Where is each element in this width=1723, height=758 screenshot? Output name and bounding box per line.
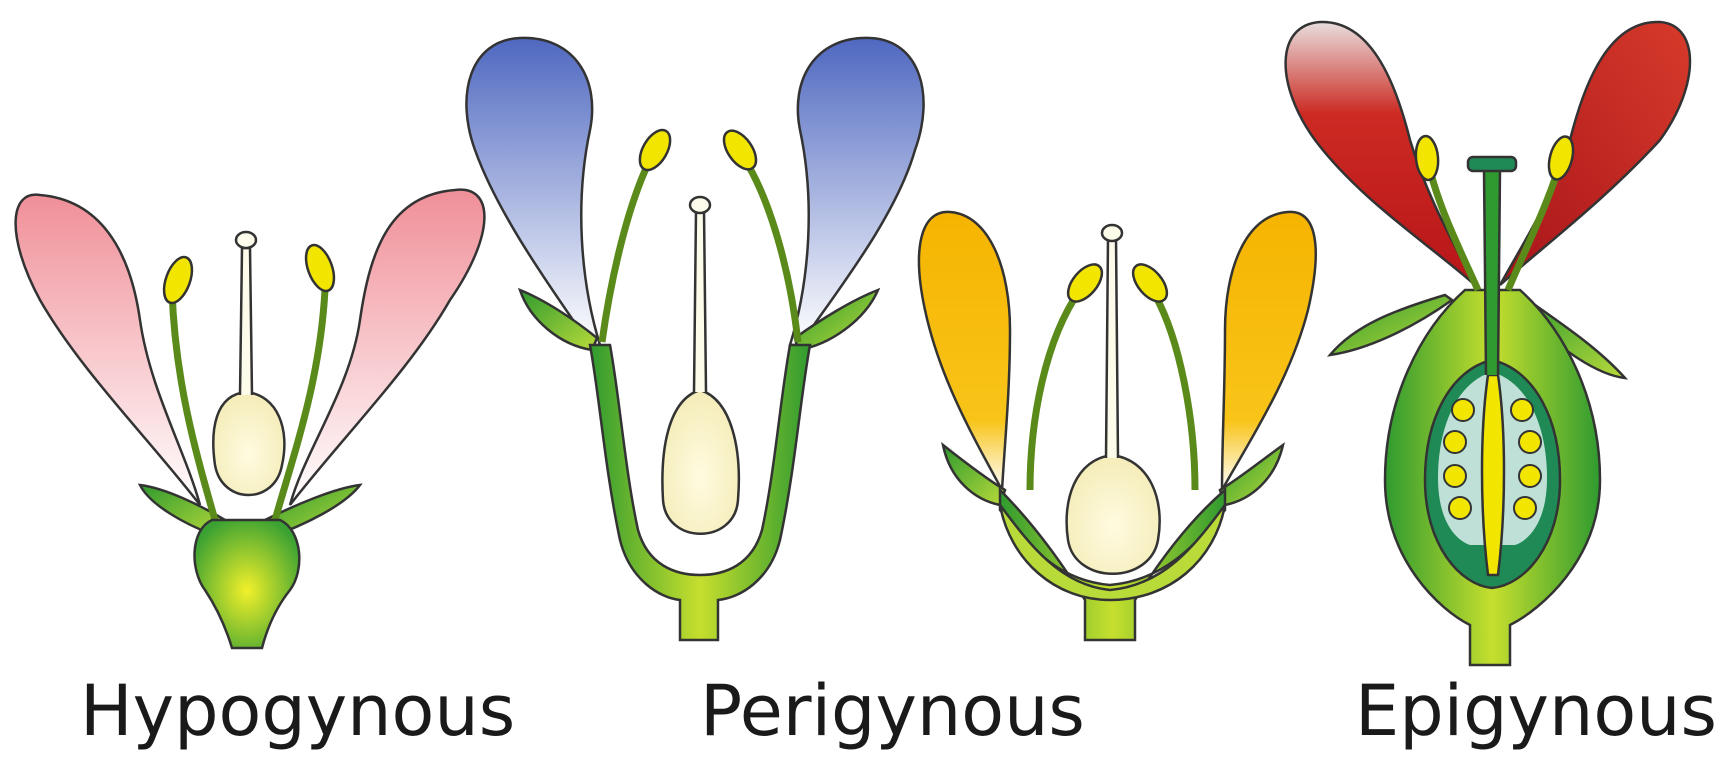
hypogynous-anther-right [301, 241, 340, 294]
perigynous-flower-cup [466, 38, 923, 640]
perigynous-saucer-ovary [1067, 455, 1160, 574]
perigynous-saucer-anther-left [1062, 258, 1109, 307]
perigynous-saucer-stigma [1102, 225, 1122, 241]
perigynous-ovary [662, 390, 738, 534]
hypogynous-ovary [213, 392, 284, 495]
perigynous-filament-right [745, 160, 798, 342]
epigynous-placenta [1482, 375, 1504, 575]
perigynous-saucer-anther-right [1127, 258, 1174, 307]
hypogynous-label: Hypogynous [80, 676, 515, 746]
perigynous-saucer-petal-left [919, 212, 1010, 490]
perigynous-flower-saucer [919, 212, 1316, 640]
hypogynous-anther-left [159, 253, 198, 306]
perigynous-anther-right [718, 125, 763, 175]
perigynous-saucer-filament-left [1030, 290, 1080, 490]
epigynous-flower [1286, 22, 1690, 665]
hypogynous-receptacle [195, 520, 300, 648]
hypogynous-stigma [236, 232, 256, 248]
epigynous-label: Epigynous [1355, 676, 1717, 746]
hypogynous-style [240, 248, 252, 395]
epigynous-stigma [1468, 157, 1516, 171]
perigynous-filament-left [602, 160, 650, 342]
perigynous-style [694, 210, 706, 392]
perigynous-label: Perigynous [700, 676, 1085, 746]
perigynous-saucer-petal-right [1222, 212, 1316, 490]
perigynous-stigma [690, 197, 710, 213]
perigynous-saucer-style [1106, 238, 1118, 458]
epigynous-style [1484, 170, 1500, 375]
hypogynous-flower [16, 190, 485, 648]
hypogynous-petal-left [16, 195, 200, 505]
perigynous-anther-left [634, 125, 677, 175]
perigynous-saucer-filament-right [1155, 295, 1195, 490]
